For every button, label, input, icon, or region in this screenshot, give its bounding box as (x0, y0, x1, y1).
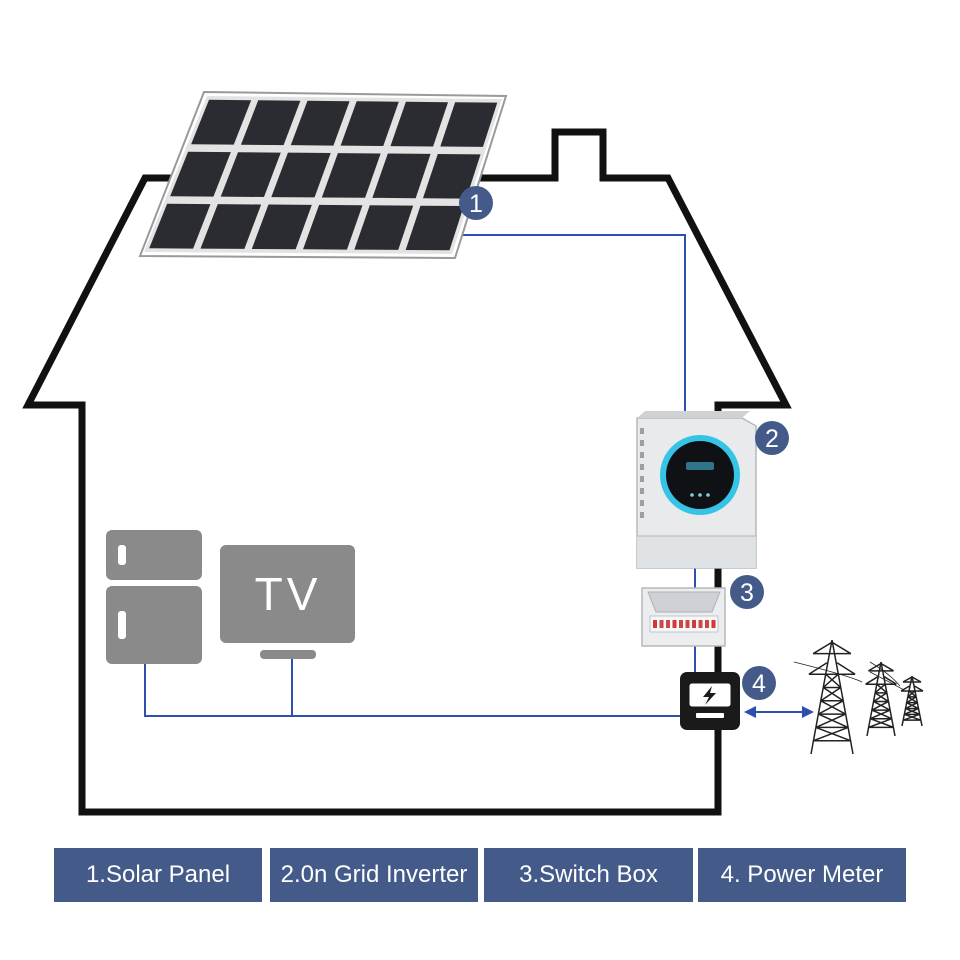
wiring (144, 234, 696, 717)
inverter (636, 411, 757, 569)
house-outline (22, 128, 792, 816)
solar-cell (422, 153, 481, 199)
solar-cell (390, 101, 449, 147)
tv: TV (220, 545, 355, 659)
solar-cell (290, 100, 350, 146)
badge-3: 3 (730, 575, 764, 609)
solar-cell (271, 152, 331, 198)
transmission-tower (900, 675, 924, 727)
solar-cell (440, 102, 498, 147)
badge-1-label: 1 (469, 190, 483, 218)
badge-4: 4 (742, 666, 776, 700)
breaker (672, 620, 677, 628)
breaker (666, 620, 670, 628)
lightning-icon (703, 686, 716, 705)
transmission-tower (808, 639, 856, 755)
badge-1: 1 (459, 186, 493, 220)
tv-stand (260, 650, 316, 659)
solar-cell (220, 152, 281, 198)
fridge-handle-top (118, 545, 126, 565)
breaker (692, 620, 696, 628)
badges: 1 2 3 4 (459, 186, 789, 700)
power-lines (793, 661, 905, 691)
solar-cell (340, 101, 399, 147)
badge-4-label: 4 (752, 670, 766, 698)
solar-cell (251, 204, 312, 250)
solar-cell (240, 100, 301, 146)
wire-panel-to-inverter (462, 234, 686, 418)
badge-3-label: 3 (740, 579, 754, 607)
legend-on-grid-inverter: 2.0n Grid Inverter (270, 848, 478, 902)
wire-appliances-to-meter (144, 664, 682, 717)
badge-2-label: 2 (765, 425, 779, 453)
legend-switch-box: 3.Switch Box (484, 848, 693, 902)
solar-cell (170, 151, 231, 197)
legend-solar-panel: 1.Solar Panel (54, 848, 262, 902)
fridge-handle-bottom (118, 611, 126, 639)
fridge (106, 530, 202, 664)
transmission-tower (865, 661, 897, 737)
solar-cell (191, 99, 252, 145)
fridge-top (106, 530, 202, 580)
switch-box (641, 587, 726, 647)
inverter-display (666, 441, 734, 509)
tv-label: TV (255, 568, 322, 620)
breaker (705, 620, 709, 628)
solar-cell (321, 153, 381, 198)
fridge-bottom (106, 586, 202, 664)
breaker (653, 620, 657, 628)
badge-2: 2 (755, 421, 789, 455)
solar-cell (200, 204, 262, 249)
legend-power-meter: 4. Power Meter (698, 848, 906, 902)
breaker (659, 620, 664, 628)
transmission-towers (793, 639, 924, 755)
breaker (698, 620, 703, 628)
solar-cell (149, 203, 211, 249)
breaker (685, 620, 690, 628)
power-meter (680, 672, 740, 730)
solar-cell (405, 205, 464, 251)
breaker (679, 620, 683, 628)
solar-cell (354, 205, 414, 250)
solar-panel (138, 90, 508, 260)
solar-cell (303, 204, 363, 250)
tv-screen (220, 545, 355, 643)
breaker (711, 620, 716, 628)
solar-cell (372, 153, 431, 199)
grid-connection-arrow (744, 706, 814, 718)
